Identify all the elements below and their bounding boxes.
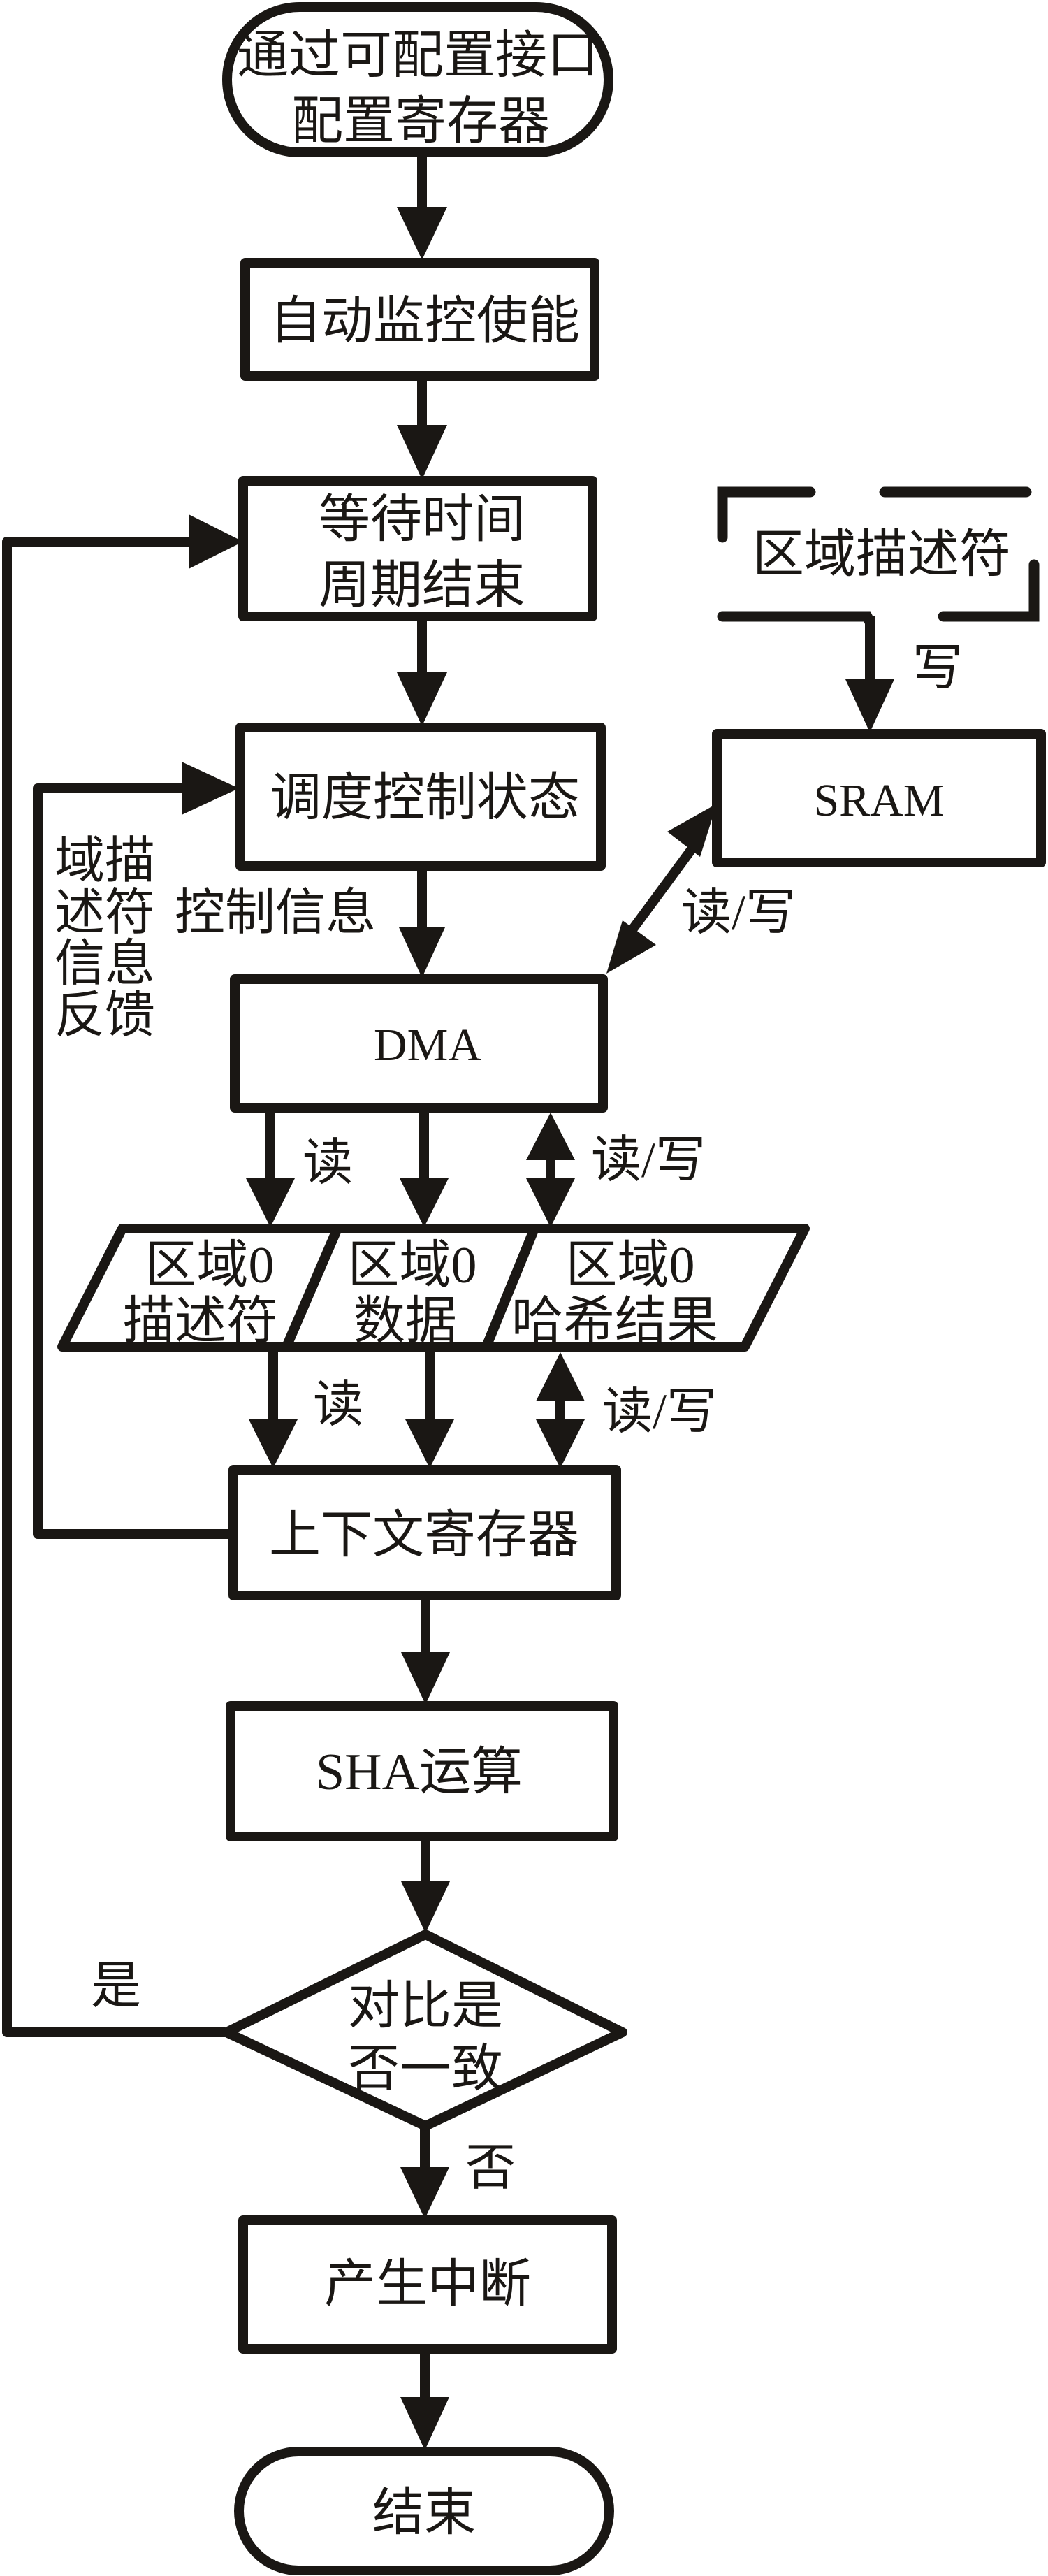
node-compare: 对比是 否一致 bbox=[221, 1930, 627, 2131]
edge-region0-data-to-context bbox=[405, 1348, 454, 1468]
edge-descriptor-to-sram bbox=[845, 616, 894, 732]
node-wait-period: 等待时间 周期结束 bbox=[238, 476, 597, 621]
region0-data-line2: 数据 bbox=[354, 1293, 457, 1350]
edge-dma-region0-hash-bidirectional bbox=[526, 1113, 575, 1227]
label-write: 写 bbox=[912, 640, 963, 696]
region0-descriptor-line2: 描述符 bbox=[123, 1293, 278, 1350]
edge-schedule-to-dma bbox=[399, 867, 445, 978]
edge-start-to-auto-monitor bbox=[397, 155, 447, 260]
edge-wait-period-to-schedule bbox=[397, 618, 447, 726]
label-feedback-line1: 域描 bbox=[54, 833, 155, 889]
node-schedule: 调度控制状态 bbox=[235, 723, 606, 871]
region0-data-line1: 区域0 bbox=[348, 1237, 477, 1294]
region-descriptor-label: 区域描述符 bbox=[752, 526, 1011, 584]
edge-context-feedback-to-schedule bbox=[33, 762, 239, 1539]
label-control-info: 控制信息 bbox=[175, 885, 376, 941]
label-dma-read: 读 bbox=[303, 1135, 353, 1191]
wait-period-label-line2: 周期结束 bbox=[319, 557, 525, 614]
node-sha: SHA运算 bbox=[226, 1701, 618, 1841]
label-feedback-line4: 反馈 bbox=[54, 987, 155, 1043]
auto-monitor-label: 自动监控使能 bbox=[270, 293, 580, 350]
node-context-register: 上下文寄存器 bbox=[228, 1465, 621, 1600]
edge-dma-to-region0-descriptor bbox=[246, 1108, 295, 1227]
edge-compare-yes-to-wait-period bbox=[2, 514, 243, 2037]
schedule-label: 调度控制状态 bbox=[270, 769, 580, 827]
node-sram: SRAM bbox=[712, 729, 1046, 867]
region0-hash-line2: 哈希结果 bbox=[511, 1293, 718, 1350]
sha-label: SHA运算 bbox=[316, 1744, 523, 1801]
edge-compare-no-to-interrupt bbox=[400, 2127, 449, 2219]
label-region-read: 读 bbox=[313, 1377, 363, 1433]
node-end: 结束 bbox=[234, 2447, 614, 2575]
edge-region0-descriptor-to-context bbox=[249, 1348, 298, 1468]
end-label: 结束 bbox=[372, 2484, 476, 2542]
edge-interrupt-to-end bbox=[400, 2350, 449, 2450]
region0-descriptor-line1: 区域0 bbox=[145, 1237, 275, 1294]
edge-region0-hash-context-bidirectional bbox=[536, 1352, 585, 1468]
node-region0-descriptor: 区域0 描述符 bbox=[57, 1224, 342, 1352]
context-register-label: 上下文寄存器 bbox=[269, 1507, 579, 1564]
edge-auto-monitor-to-wait-period bbox=[397, 377, 447, 479]
label-feedback-line3: 信息 bbox=[54, 936, 155, 992]
label-dma-read-write: 读/写 bbox=[591, 1132, 706, 1188]
node-region-descriptor: 区域描述符 bbox=[752, 526, 1011, 584]
start-label-line1: 通过可配置接口 bbox=[237, 27, 599, 85]
wait-period-label-line1: 等待时间 bbox=[319, 491, 525, 549]
region0-hash-line1: 区域0 bbox=[566, 1237, 695, 1294]
label-feedback: 域描 述符 信息 反馈 bbox=[54, 833, 155, 1043]
label-yes: 是 bbox=[91, 1958, 141, 2014]
label-feedback-line2: 述符 bbox=[54, 885, 155, 941]
start-label-line2: 配置寄存器 bbox=[291, 93, 550, 150]
edge-dma-to-region0-data bbox=[400, 1108, 449, 1227]
node-dma: DMA bbox=[230, 974, 608, 1113]
sram-label: SRAM bbox=[813, 775, 944, 826]
node-start: 通过可配置接口 配置寄存器 bbox=[222, 2, 613, 157]
label-region-read-write: 读/写 bbox=[602, 1384, 717, 1440]
interrupt-label: 产生中断 bbox=[324, 2256, 531, 2313]
edge-context-to-sha bbox=[401, 1599, 450, 1705]
edge-sram-dma-bidirectional bbox=[606, 804, 717, 974]
node-region0-hash: 区域0 哈希结果 bbox=[481, 1224, 810, 1352]
edge-sha-to-compare bbox=[401, 1838, 450, 1933]
compare-label-line2: 否一致 bbox=[348, 2041, 503, 2098]
compare-label-line1: 对比是 bbox=[348, 1978, 503, 2035]
label-sram-read-write: 读/写 bbox=[681, 885, 796, 941]
label-no: 否 bbox=[465, 2140, 516, 2196]
node-auto-monitor: 自动监控使能 bbox=[240, 258, 599, 381]
dma-label: DMA bbox=[374, 1020, 481, 1071]
node-interrupt: 产生中断 bbox=[238, 2215, 617, 2354]
